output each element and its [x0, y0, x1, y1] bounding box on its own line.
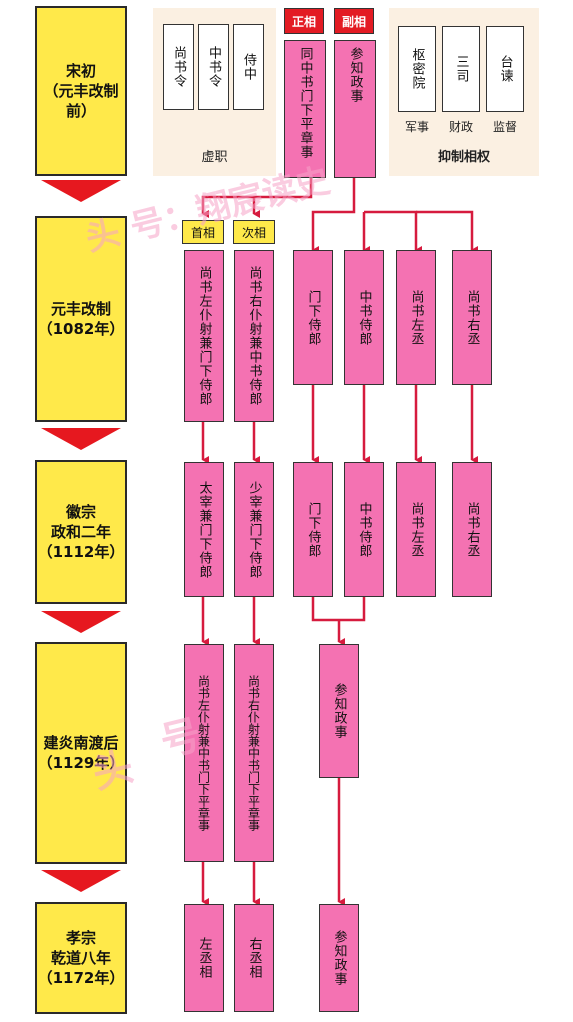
post-box: 尚书右丞	[452, 250, 492, 385]
post-box: 尚书左仆射兼中书门下平章事	[184, 644, 224, 862]
post-box: 参知政事	[319, 904, 359, 1012]
post-box: 尚书左丞	[396, 250, 436, 385]
check-sub: 财政	[448, 120, 473, 134]
check-sub: 监督	[492, 120, 517, 134]
check-body: 三司	[442, 26, 480, 112]
check-body: 枢密院	[398, 26, 436, 112]
post-box: 尚书左仆射兼门下侍郎	[184, 250, 224, 422]
post-box: 门下侍郎	[293, 462, 333, 597]
down-arrow-icon	[41, 428, 121, 450]
post-box: 尚书右仆射兼中书侍郎	[234, 250, 274, 422]
post-box: 中书侍郎	[344, 250, 384, 385]
check-body: 台谏	[486, 26, 524, 112]
era-pre-reform: 宋初 （元丰改制 前）	[35, 6, 127, 176]
vice-chancellor-tag: 副相	[334, 8, 374, 34]
nominal-post: 尚书令	[163, 24, 194, 110]
checks-caption: 抑制相权	[437, 150, 490, 165]
era-qiandao: 孝宗 乾道八年 （1172年）	[35, 902, 127, 1014]
nominal-post: 中书令	[198, 24, 229, 110]
post-box: 尚书左丞	[396, 462, 436, 597]
nominal-post: 侍中	[233, 24, 264, 110]
second-minister-tag: 次相	[233, 220, 275, 244]
down-arrow-icon	[41, 180, 121, 202]
post-box: 尚书右仆射兼中书门下平章事	[234, 644, 274, 862]
post-box: 尚书右丞	[452, 462, 492, 597]
era-yuanfeng: 元丰改制 （1082年）	[35, 216, 127, 422]
first-minister-tag: 首相	[182, 220, 224, 244]
post-box: 太宰兼门下侍郎	[184, 462, 224, 597]
down-arrow-icon	[41, 870, 121, 892]
post-box: 门下侍郎	[293, 250, 333, 385]
check-sub: 军事	[404, 120, 429, 134]
post-box: 少宰兼门下侍郎	[234, 462, 274, 597]
post-box: 参知政事	[319, 644, 359, 778]
main-chancellor-tag: 正相	[284, 8, 324, 34]
post-box: 右丞相	[234, 904, 274, 1012]
vice-chancellor-title: 参知政事	[334, 40, 376, 178]
main-chancellor-title: 同中书门下平章事	[284, 40, 326, 178]
era-jianyan: 建炎南渡后 （1129年）	[35, 642, 127, 864]
era-zhenghe: 徽宗 政和二年 （1112年）	[35, 460, 127, 604]
post-box: 中书侍郎	[344, 462, 384, 597]
down-arrow-icon	[41, 611, 121, 633]
nominal-caption: 虚职	[201, 150, 228, 165]
post-box: 左丞相	[184, 904, 224, 1012]
